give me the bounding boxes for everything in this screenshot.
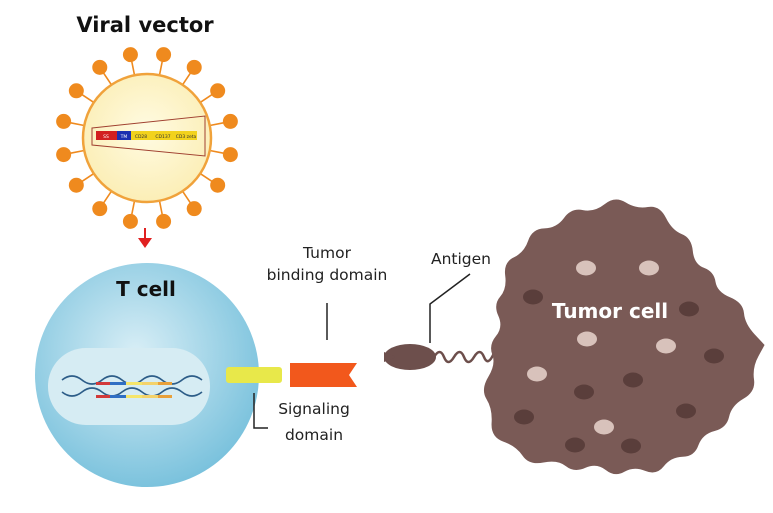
- tumor-cell-body: [483, 199, 765, 475]
- signaling-domain-label-line2: domain: [285, 426, 343, 444]
- tumor-cell-spot: [514, 409, 534, 425]
- t-cell-nucleus: [48, 348, 210, 425]
- virus-spike-stalk: [199, 172, 213, 182]
- construct-label-ss: SS: [103, 134, 109, 140]
- viral-vector-spikes: [56, 47, 238, 229]
- tumor-cell-spot: [565, 437, 585, 453]
- virus-spike-stalk: [130, 61, 136, 76]
- tumor-cell-label: Tumor cell: [552, 299, 668, 323]
- virus-spike-stalk: [103, 72, 113, 86]
- construct-segment-tm: [117, 131, 131, 140]
- construct-label-tm: TM: [120, 134, 128, 140]
- tumor-cell-spot: [704, 348, 724, 364]
- virus-spike-stalk: [70, 149, 85, 155]
- tumor-cell-spot: [527, 366, 547, 382]
- virus-spike-head: [186, 59, 202, 75]
- antigen-shape: [384, 344, 496, 370]
- tumor-cell-spot: [623, 372, 643, 388]
- tumor-cell-spot: [656, 338, 676, 354]
- virus-spike-head: [56, 113, 72, 129]
- construct-label-cd137: CD137: [155, 134, 170, 140]
- virus-spike-stalk: [130, 200, 136, 215]
- virus-spike-stalk: [199, 94, 213, 104]
- dna-double-helix: [61, 375, 203, 398]
- tumor-binding-domain-label-line2: binding domain: [267, 266, 388, 284]
- down-arrow-icon: [138, 228, 152, 248]
- tumor-cell-spot: [679, 301, 699, 317]
- antigen-pointer: [429, 273, 471, 343]
- virus-spike-head: [68, 83, 84, 99]
- virus-spike-head: [222, 113, 238, 129]
- t-cell-label: T cell: [116, 277, 176, 301]
- tumor-cell-spot: [523, 289, 543, 305]
- virus-spike-stalk: [81, 94, 95, 104]
- virus-spike-head: [92, 59, 108, 75]
- signaling-domain-pointer: [253, 393, 268, 429]
- virus-spike-head: [210, 177, 226, 193]
- virus-spike-stalk: [209, 149, 224, 155]
- tumor-cell-spot: [621, 438, 641, 454]
- tumor-cell-spot: [676, 403, 696, 419]
- virus-spike-head: [56, 147, 72, 163]
- signaling-domain-label-line1: Signaling: [278, 400, 350, 418]
- construct-label-cd3-zeta: CD3 zeta: [176, 134, 197, 140]
- tumor-cell-spot: [639, 260, 659, 276]
- virus-spike-stalk: [209, 121, 224, 127]
- virus-spike-head: [156, 213, 172, 229]
- tumor-binding-domain-label-line1: Tumor: [302, 244, 352, 262]
- virus-spike-head: [222, 147, 238, 163]
- construct-segment-ss: [96, 131, 117, 140]
- tumor-cell-spot: [577, 331, 597, 347]
- virus-spike-head: [210, 83, 226, 99]
- virus-spike-stalk: [181, 190, 191, 204]
- tumor-cell-spots: [514, 260, 724, 454]
- construct-label-cd28: CD28: [135, 134, 147, 140]
- car-construct: SS TM CD28 CD137 CD3 zeta: [91, 115, 206, 157]
- viral-vector-title: Viral vector: [76, 13, 214, 37]
- virus-spike-stalk: [158, 200, 164, 215]
- tumor-cell-spot: [576, 260, 596, 276]
- virus-spike-stalk: [181, 72, 191, 86]
- antigen-label: Antigen: [431, 250, 491, 268]
- virus-spike-head: [92, 201, 108, 217]
- virus-spike-stalk: [158, 61, 164, 76]
- virus-spike-stalk: [70, 121, 85, 127]
- virus-spike-head: [68, 177, 84, 193]
- virus-spike-head: [156, 47, 172, 63]
- virus-spike-head: [122, 213, 138, 229]
- tumor-binding-domain-shape: [290, 363, 357, 387]
- tumor-cell-spot: [594, 419, 614, 435]
- virus-spike-stalk: [81, 172, 95, 182]
- virus-spike-stalk: [103, 190, 113, 204]
- construct-segment-signaling: [131, 131, 197, 140]
- virus-spike-head: [122, 47, 138, 63]
- virus-spike-head: [186, 201, 202, 217]
- signaling-domain-shape: [226, 367, 282, 383]
- tumor-cell-spot: [574, 384, 594, 400]
